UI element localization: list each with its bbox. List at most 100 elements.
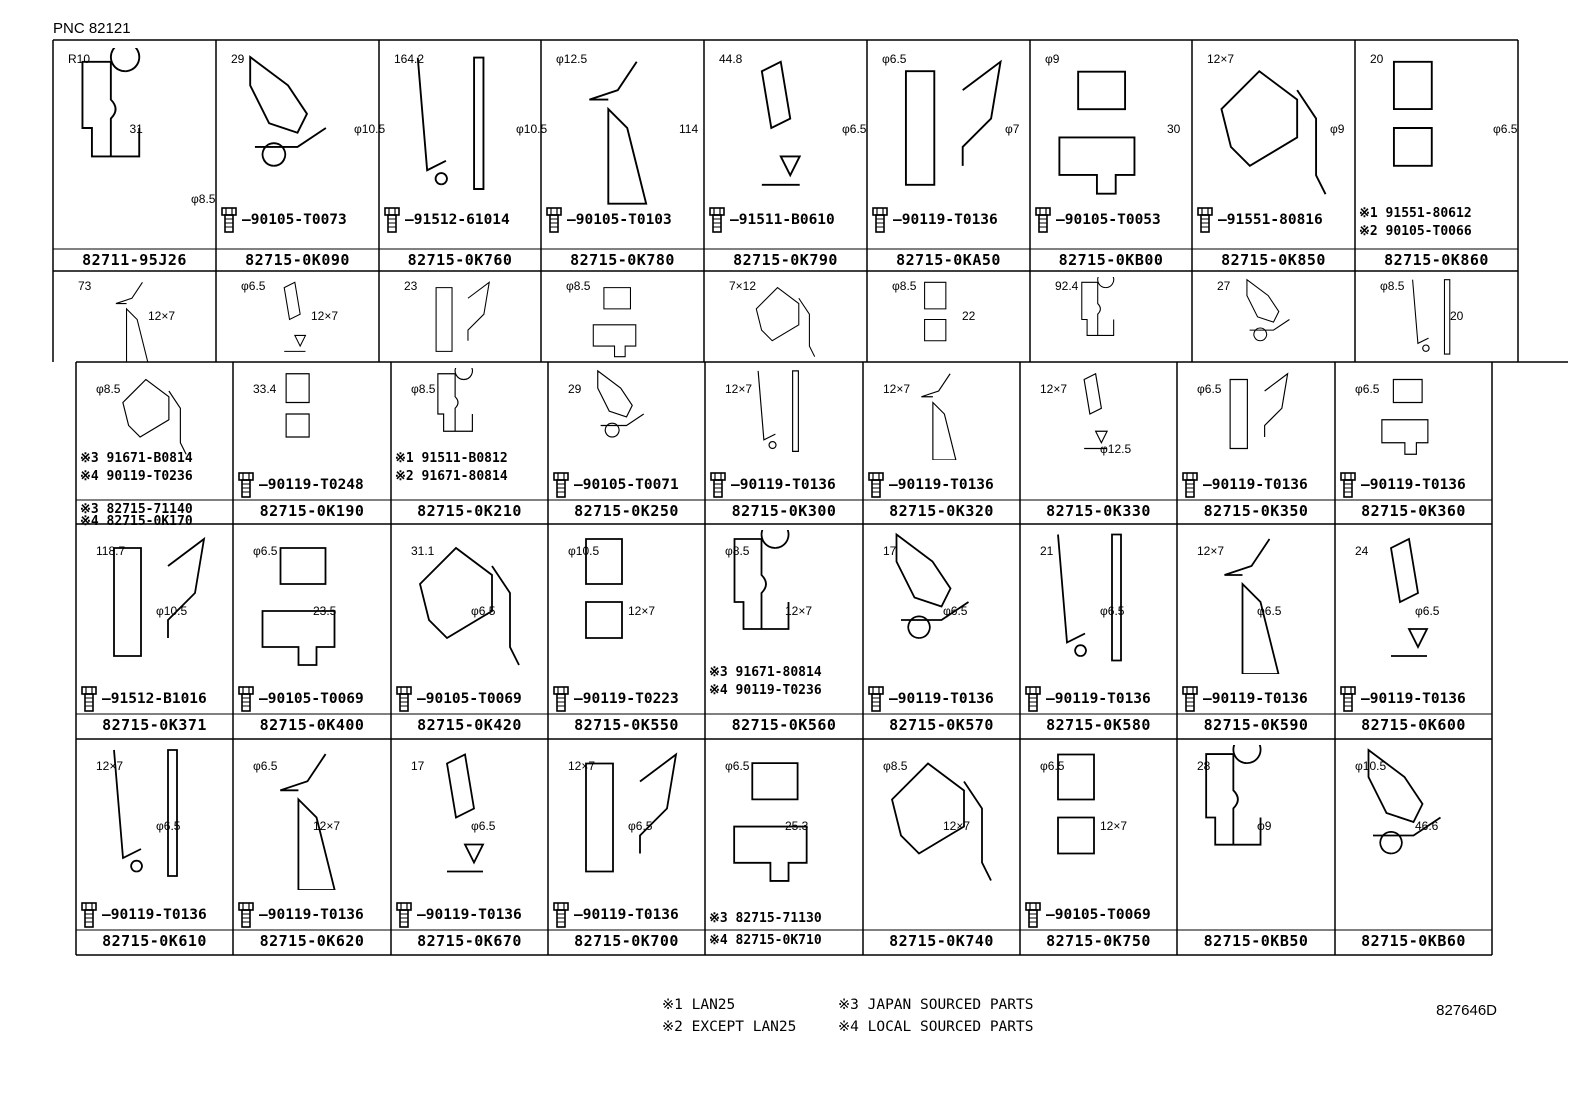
bolt-icon	[709, 207, 725, 233]
dimension-label: 73	[78, 279, 92, 293]
part-sketch	[437, 368, 473, 432]
part-number: 82715-0K210	[417, 502, 522, 520]
bolt-leader: —	[1361, 691, 1370, 707]
bolt-part-number: 90105-T0053	[1064, 212, 1161, 228]
dimension-label: 30	[1167, 122, 1181, 136]
bolt-label: —90119-T0136	[1339, 472, 1466, 498]
part-number: 82715-0K400	[259, 716, 365, 734]
part-number: 82715-0K090	[245, 251, 350, 269]
dimension-label: φ6.5	[471, 819, 496, 833]
bolt-icon	[238, 686, 254, 712]
dimension-label: 12×7	[568, 759, 596, 773]
dimension-label: φ6.5	[253, 759, 278, 773]
part-number: 82715-0K320	[889, 502, 994, 520]
part-sketch	[760, 60, 802, 186]
bolt-leader: —	[1046, 691, 1055, 707]
part-number: 82715-0K590	[1203, 716, 1309, 734]
part-number: 82715-0K670	[417, 932, 522, 950]
alt-part-number: ※2 90105-T0066	[1359, 224, 1472, 239]
part-sketch	[122, 378, 187, 455]
part-number: 82715-0KA50	[896, 251, 1001, 269]
dimension-label: φ8.5	[883, 759, 908, 773]
bolt-label: —90119-T0223	[552, 686, 679, 712]
part-sketch	[1220, 69, 1327, 195]
bolt-part-number: 90119-T0136	[897, 477, 994, 493]
dimension-label: 23.5	[313, 604, 337, 618]
part-sketch	[589, 61, 648, 205]
part-sketch	[1381, 378, 1429, 455]
bolt-label: —90119-T0136	[395, 902, 522, 928]
bolt-icon	[868, 472, 884, 498]
part-sketch	[1224, 538, 1280, 674]
part-number: 82715-0K190	[259, 502, 365, 520]
part-number: 82715-0K610	[102, 932, 207, 950]
bolt-leader: —	[574, 907, 583, 923]
part-number: 82715-0K700	[574, 932, 679, 950]
bolt-label: —90105-T0069	[1024, 902, 1151, 928]
dimension-label: φ8.5	[566, 279, 591, 293]
part-number: 82715-0K300	[731, 502, 837, 520]
bolt-icon	[546, 207, 562, 233]
part-sketch	[1081, 277, 1115, 336]
bolt-icon	[81, 902, 97, 928]
bolt-icon	[553, 902, 569, 928]
dimension-label: φ12.5	[1100, 442, 1132, 456]
dimension-label: 12×7	[785, 604, 813, 618]
dimension-label: 20	[1370, 52, 1384, 66]
bolt-part-number: 90119-T0136	[425, 907, 522, 923]
dimension-label: 27	[1217, 279, 1231, 293]
bolt-leader: —	[102, 691, 111, 707]
part-sketch	[435, 281, 490, 352]
part-sketch	[921, 373, 957, 460]
bolt-label: —91512-61014	[383, 207, 510, 233]
bolt-leader: —	[1056, 212, 1065, 228]
dimension-label: φ6.5	[628, 819, 653, 833]
dimension-label: 29	[231, 52, 245, 66]
bolt-leader: —	[574, 691, 583, 707]
dimension-label: 12×7	[96, 759, 124, 773]
legend-except-lan25: ※2 EXCEPT LAN25	[662, 1019, 797, 1035]
bolt-icon	[396, 686, 412, 712]
dimension-label: φ6.5	[1257, 604, 1282, 618]
part-sketch	[585, 752, 678, 873]
part-sketch	[733, 762, 808, 882]
part-sketch	[585, 538, 623, 639]
bolt-icon	[1182, 472, 1198, 498]
dimension-label: φ10.5	[516, 122, 548, 136]
part-number: 82715-0K250	[574, 502, 679, 520]
bolt-label: —90119-T0136	[1181, 472, 1308, 498]
bolt-icon	[1182, 686, 1198, 712]
bolt-icon	[221, 207, 237, 233]
dimension-label: φ6.5	[253, 544, 278, 558]
dimension-label: φ8.5	[725, 544, 750, 558]
bolt-icon	[1035, 207, 1051, 233]
bolt-leader: —	[1361, 477, 1370, 493]
bolt-leader: —	[242, 212, 251, 228]
dimension-label: 12×7	[943, 819, 971, 833]
part-number: 82715-0K760	[407, 251, 513, 269]
part-sketch	[1229, 372, 1289, 450]
bolt-label: —91551-80816	[1196, 207, 1323, 233]
dimension-label: 25.3	[785, 819, 809, 833]
dimension-label: φ6.5	[725, 759, 750, 773]
part-number: 82715-0K780	[570, 251, 675, 269]
bolt-label: —90105-T0103	[545, 207, 672, 233]
bolt-label: —90119-T0136	[237, 902, 364, 928]
dimension-label: 46.6	[1415, 819, 1439, 833]
dimension-label: φ6.5	[842, 122, 867, 136]
part-number: 82715-0KB00	[1058, 251, 1164, 269]
bolt-label: —90105-T0073	[220, 207, 347, 233]
alt-part-number: ※3 91671-80814	[709, 665, 822, 680]
dimension-label: 17	[883, 544, 897, 558]
dimension-label: φ8.5	[1380, 279, 1405, 293]
dimension-label: 33.4	[253, 382, 277, 396]
dimension-label: 7×12	[729, 279, 757, 293]
dimension-label: φ6.5	[241, 279, 266, 293]
alt-part-number: ※3 82715-71130	[709, 911, 822, 926]
bolt-leader: —	[893, 212, 902, 228]
part-number: 82715-0K550	[574, 716, 679, 734]
dimension-label: 12×7	[1197, 544, 1225, 558]
bolt-icon	[872, 207, 888, 233]
bolt-icon	[384, 207, 400, 233]
dimension-label: 21	[1040, 544, 1054, 558]
